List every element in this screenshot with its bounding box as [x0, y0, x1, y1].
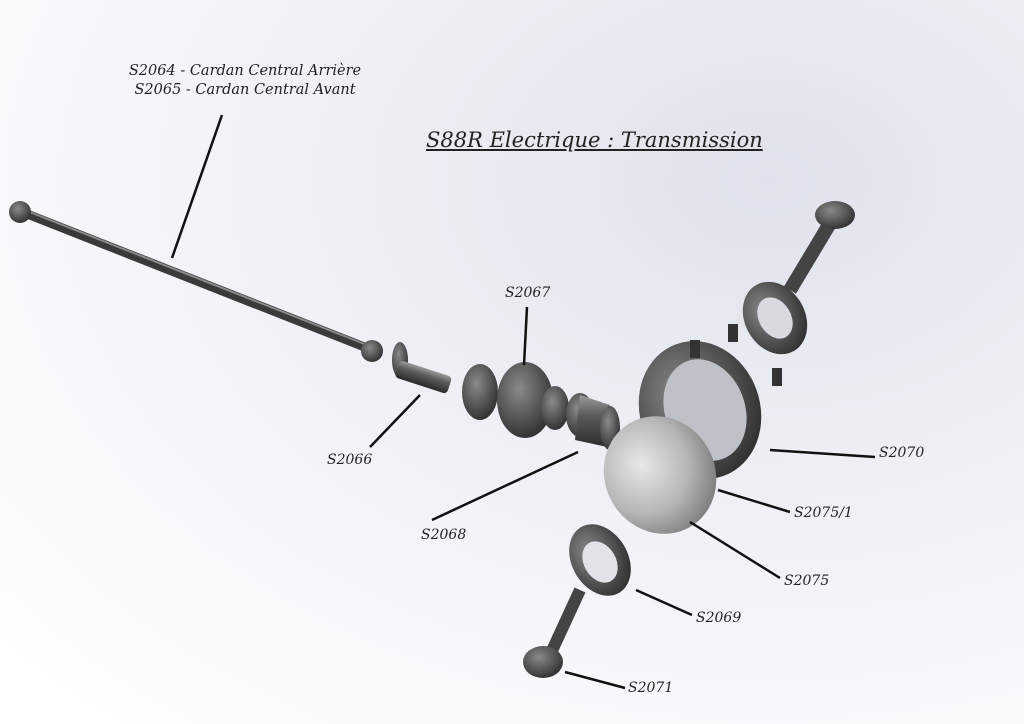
part-s2069 — [569, 524, 631, 596]
label-s2066: S2066 — [327, 452, 373, 468]
label-s2071: S2071 — [628, 680, 674, 696]
page-title: S88R Electrique : Transmission — [426, 128, 763, 152]
leader-lines — [170, 114, 876, 690]
part-upper-output — [690, 201, 855, 386]
part-s2066 — [392, 342, 452, 394]
center-driveshaft — [9, 201, 383, 362]
label-s2070: S2070 — [879, 445, 925, 461]
label-s2075: S2075 — [784, 573, 830, 589]
label-s2069: S2069 — [696, 610, 742, 626]
label-s2075-1: S2075/1 — [794, 505, 853, 521]
header-line-s2064: S2064 - Cardan Central Arrière — [128, 63, 362, 79]
driveshaft-header: S2064 - Cardan Central Arrière S2065 - C… — [120, 62, 370, 100]
label-s2067: S2067 — [505, 285, 551, 301]
part-s2071 — [523, 587, 586, 678]
part-s2067 — [462, 362, 569, 438]
label-s2068: S2068 — [421, 527, 467, 543]
header-line-s2065: S2065 - Cardan Central Avant — [134, 82, 356, 98]
part-s2068 — [566, 393, 620, 450]
part-s2075 — [603, 416, 717, 534]
